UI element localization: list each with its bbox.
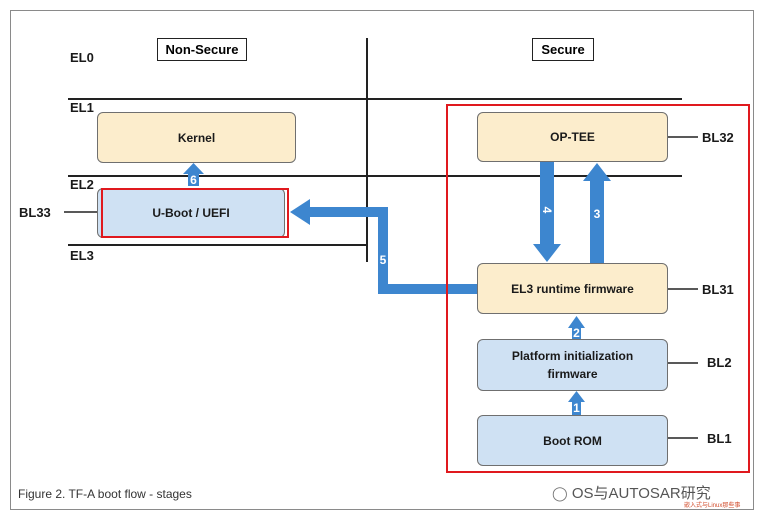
bl1-label: BL1 [707,431,732,446]
figure-frame [10,10,754,510]
watermark-text: ◯ OS与AUTOSAR研究 [552,482,711,503]
arrow-1: 1 [568,391,585,415]
bl31-label: BL31 [702,282,734,297]
figure-caption: Figure 2. TF-A boot flow - stages [18,487,192,501]
kernel-label: Kernel [177,130,216,145]
watermark-main: OS与AUTOSAR研究 [571,485,711,502]
arrow-4: 4 [533,162,561,262]
platform-init-label-line1: Platform initialization [511,349,634,363]
arrow-3-label: 3 [594,207,601,221]
secure-header: Secure [532,38,594,61]
arrow-5: 5 [290,199,477,294]
bl33-label: BL33 [19,205,51,220]
secure-highlight-frame [446,104,750,473]
el0-label: EL0 [70,50,94,65]
bl2-label: BL2 [707,355,732,370]
bl32-label: BL32 [702,130,734,145]
arrow-6-label: 6 [190,173,197,187]
kernel-box: Kernel [97,112,296,163]
arrow-3: 3 [583,163,611,263]
uboot-box: U-Boot / UEFI [97,188,285,238]
el3-runtime-box: EL3 runtime firmware [477,263,668,314]
uboot-label: U-Boot / UEFI [152,206,230,220]
el1-label: EL1 [70,100,94,115]
optee-box: OP-TEE [477,112,668,162]
wechat-icon: ◯ [552,485,568,501]
platform-init-label-line2: firmware [547,367,598,381]
boot-rom-label: Boot ROM [543,433,602,448]
platform-init-box: Platform initialization firmware [477,339,668,391]
arrow-4-label: 4 [540,207,554,214]
boot-rom-box: Boot ROM [477,415,668,466]
arrow-1-label: 1 [573,401,580,415]
el3-label: EL3 [70,248,94,263]
arrow-2-label: 2 [573,326,580,340]
watermark-small: 嵌入式与Linux那些事 [684,503,741,509]
arrow-5-label: 5 [380,253,387,267]
el2-label: EL2 [70,177,94,192]
el3-runtime-label: EL3 runtime firmware [511,281,634,296]
optee-label: OP-TEE [550,130,595,144]
uboot-highlight-frame [101,188,289,238]
arrow-6: 6 [183,163,204,187]
non-secure-header: Non-Secure [157,38,247,61]
arrow-2: 2 [568,316,585,340]
